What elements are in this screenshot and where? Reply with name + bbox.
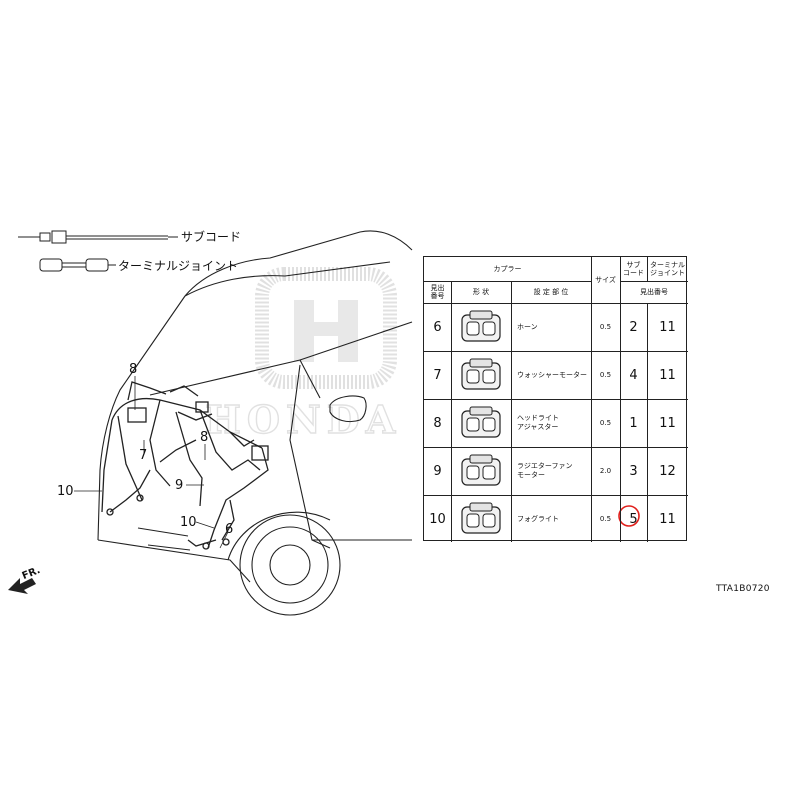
row-terminal-joint-page: 11 (659, 511, 676, 527)
callout-10-lower: 10 (180, 515, 197, 530)
row-ref-number: 6 (433, 319, 442, 335)
callout-8-upper: 8 (129, 362, 138, 377)
row-location: ヘッドライト アジャスター (517, 414, 559, 431)
row-sub-cord-page: 3 (629, 463, 638, 479)
connector-shape-icon (451, 447, 511, 495)
coupler-table: カプラー サイズ サブ コード ターミナル ジョイント 見出 番号 形 状 設 … (423, 256, 688, 543)
callout-7: 7 (139, 448, 148, 463)
row-terminal-joint-page: 11 (659, 415, 676, 431)
row-location: ウォッシャーモーター (517, 370, 587, 379)
legend-sub-cord-label: サブコード (181, 230, 242, 244)
header-page-no: 見出番号 (640, 288, 668, 296)
row-sub-cord-page: 5 (629, 511, 638, 527)
row-ref-number: 10 (429, 511, 446, 527)
row-terminal-joint-page: 11 (659, 319, 676, 335)
watermark-text: HONDA (205, 397, 401, 442)
vehicle-outline (97, 230, 413, 616)
row-wire-size: 0.5 (599, 323, 612, 331)
highlight-circle (618, 505, 640, 527)
legend-terminal-joint-symbol (39, 258, 116, 272)
legend-sub-cord-symbol (18, 230, 178, 244)
wire-harness (101, 381, 269, 550)
callout-leaders (74, 376, 229, 549)
row-sub-cord-page: 4 (629, 367, 638, 383)
header-sub-cord: サブ コード (623, 261, 644, 277)
honda-watermark: HONDA (204, 267, 401, 443)
drawing-code: TTA1B0720 (716, 584, 770, 594)
row-sub-cord-page: 2 (629, 319, 638, 335)
connector-shape-icon (451, 399, 511, 447)
callout-8-lower: 8 (200, 430, 209, 445)
row-ref-number: 9 (433, 463, 442, 479)
connector-shape-icon (451, 303, 511, 351)
row-sub-cord-page: 1 (629, 415, 638, 431)
header-coupler: カプラー (493, 265, 522, 273)
row-wire-size: 0.5 (599, 419, 612, 427)
header-location: 設 定 部 位 (533, 288, 569, 296)
callout-10-left: 10 (57, 484, 74, 499)
callout-6: 6 (225, 522, 234, 537)
legend-terminal-joint-label: ターミナルジョイント (118, 259, 239, 273)
front-arrow-icon (8, 578, 36, 594)
header-ref-no: 見出 番号 (430, 284, 445, 300)
header-size: サイズ (595, 276, 616, 284)
row-wire-size: 0.5 (599, 371, 612, 379)
row-location: ホーン (517, 322, 538, 331)
connector-shape-icon (451, 351, 511, 399)
row-location: ラジエターファン モーター (517, 462, 573, 479)
row-ref-number: 7 (433, 367, 442, 383)
header-shape: 形 状 (472, 288, 490, 296)
header-terminal-joint: ターミナル ジョイント (650, 261, 685, 277)
row-ref-number: 8 (433, 415, 442, 431)
callout-9: 9 (175, 478, 184, 493)
connector-shape-icon (451, 495, 511, 543)
row-terminal-joint-page: 12 (659, 463, 676, 479)
row-terminal-joint-page: 11 (659, 367, 676, 383)
row-wire-size: 0.5 (599, 515, 612, 523)
row-wire-size: 2.0 (599, 467, 612, 475)
row-location: フォグライト (517, 514, 559, 523)
